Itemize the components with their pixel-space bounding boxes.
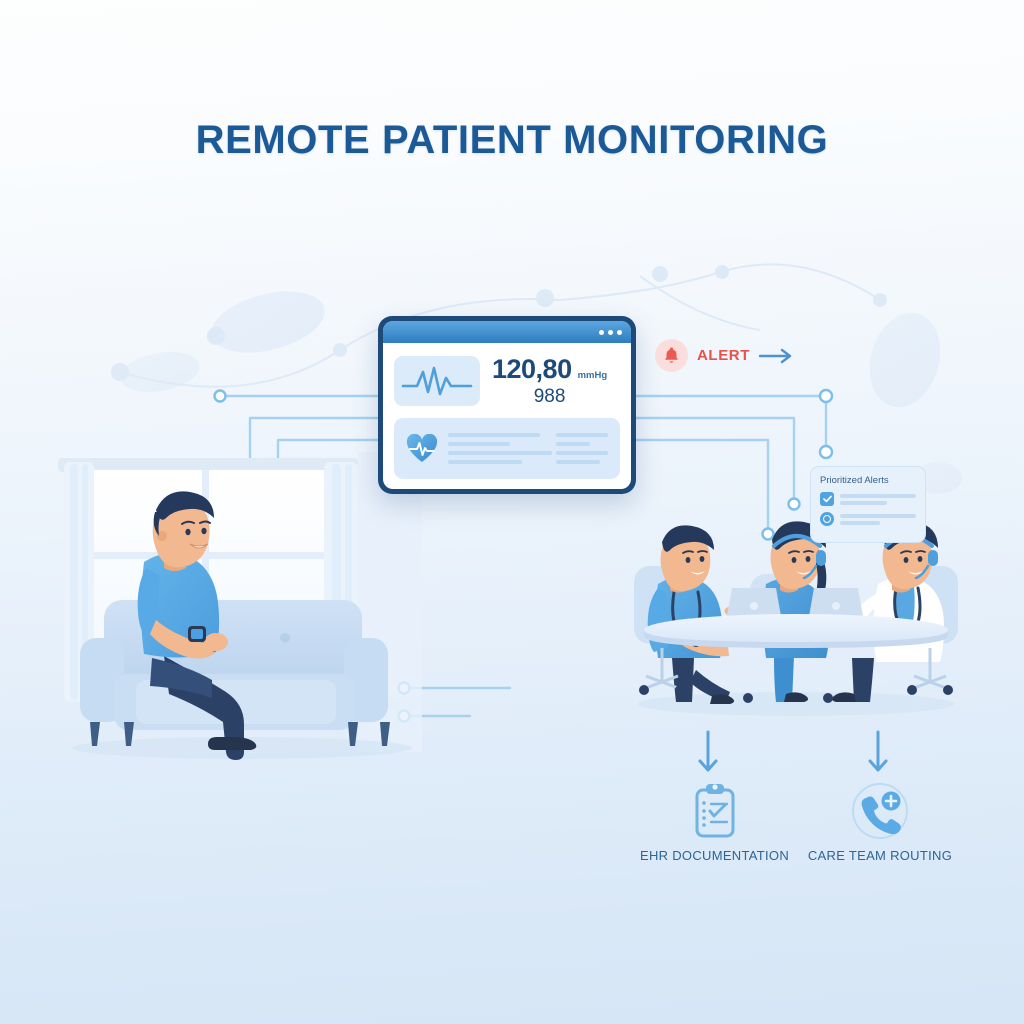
- skeleton-line: [556, 451, 608, 455]
- window-dot-3[interactable]: [617, 329, 622, 335]
- alert-badge[interactable]: ALERT: [655, 339, 793, 372]
- checkbox-checked-icon[interactable]: [820, 492, 834, 506]
- prioritized-alerts-card[interactable]: Prioritized Alerts: [810, 466, 926, 543]
- reading-column: 120,80 mmHg 988: [492, 354, 607, 408]
- bell-icon: [665, 347, 678, 363]
- window-dot-2[interactable]: [608, 329, 613, 335]
- skeleton-line: [556, 433, 608, 437]
- skeleton-line: [840, 513, 916, 518]
- blood-pressure-unit: mmHg: [577, 370, 608, 381]
- alert-row[interactable]: [820, 512, 916, 526]
- skeleton-line: [840, 500, 888, 505]
- blood-pressure-value: 120,80: [492, 354, 572, 384]
- heart-pulse-icon: [406, 433, 438, 462]
- skeleton-line: [556, 442, 590, 446]
- arrow-right-icon: [759, 348, 792, 363]
- blood-pressure-line: 120,80 mmHg: [492, 354, 607, 385]
- dashboard-inner: 120,80 mmHg 988: [383, 321, 631, 489]
- skeleton-line: [840, 520, 880, 525]
- outcome-care-team-routing[interactable]: CARE TEAM ROUTING: [805, 780, 955, 864]
- clipboard-checklist-icon: [695, 784, 734, 838]
- window-dot-1[interactable]: [599, 329, 604, 335]
- arrow-down-icon-routing: [868, 730, 888, 772]
- skeleton-line: [448, 433, 540, 437]
- alert-row-lines: [840, 493, 916, 505]
- detail-skeleton-left: [448, 433, 552, 464]
- window-titlebar: [383, 321, 631, 343]
- vitals-detail-card: [394, 418, 620, 479]
- secondary-reading-value: 988: [533, 386, 566, 407]
- alert-icon-circle: [655, 339, 688, 372]
- vitals-row: 120,80 mmHg 988: [394, 353, 620, 409]
- care-team-meeting-scene: [634, 521, 958, 716]
- phone-plus-icon: [852, 783, 908, 839]
- detail-skeleton-right: [556, 433, 608, 464]
- dashboard-body: 120,80 mmHg 988: [383, 343, 631, 489]
- checkbox-circle-icon[interactable]: [820, 512, 834, 526]
- outcome-icon-wrapper: [622, 780, 807, 842]
- skeleton-line: [840, 493, 916, 498]
- patient-at-home-scene: [58, 452, 422, 760]
- skeleton-line: [556, 460, 600, 464]
- vitals-dashboard-window[interactable]: 120,80 mmHg 988: [378, 316, 636, 494]
- ecg-waveform-icon: [401, 366, 473, 396]
- outcome-label: EHR DOCUMENTATION: [639, 848, 790, 863]
- skeleton-line: [448, 451, 552, 455]
- alerts-card-title: Prioritized Alerts: [820, 475, 889, 486]
- outcome-icon-wrapper: [805, 780, 955, 842]
- alert-label: ALERT: [697, 347, 750, 364]
- alert-row-lines: [840, 513, 916, 525]
- skeleton-line: [448, 442, 510, 446]
- page-title: REMOTE PATIENT MONITORING: [195, 118, 829, 162]
- skeleton-line: [448, 460, 522, 464]
- alert-row[interactable]: [820, 492, 916, 506]
- outcome-label: CARE TEAM ROUTING: [807, 848, 953, 863]
- outcome-ehr-documentation[interactable]: EHR DOCUMENTATION: [622, 780, 807, 864]
- arrow-down-icon-ehr: [698, 730, 718, 772]
- ecg-card: [394, 356, 480, 406]
